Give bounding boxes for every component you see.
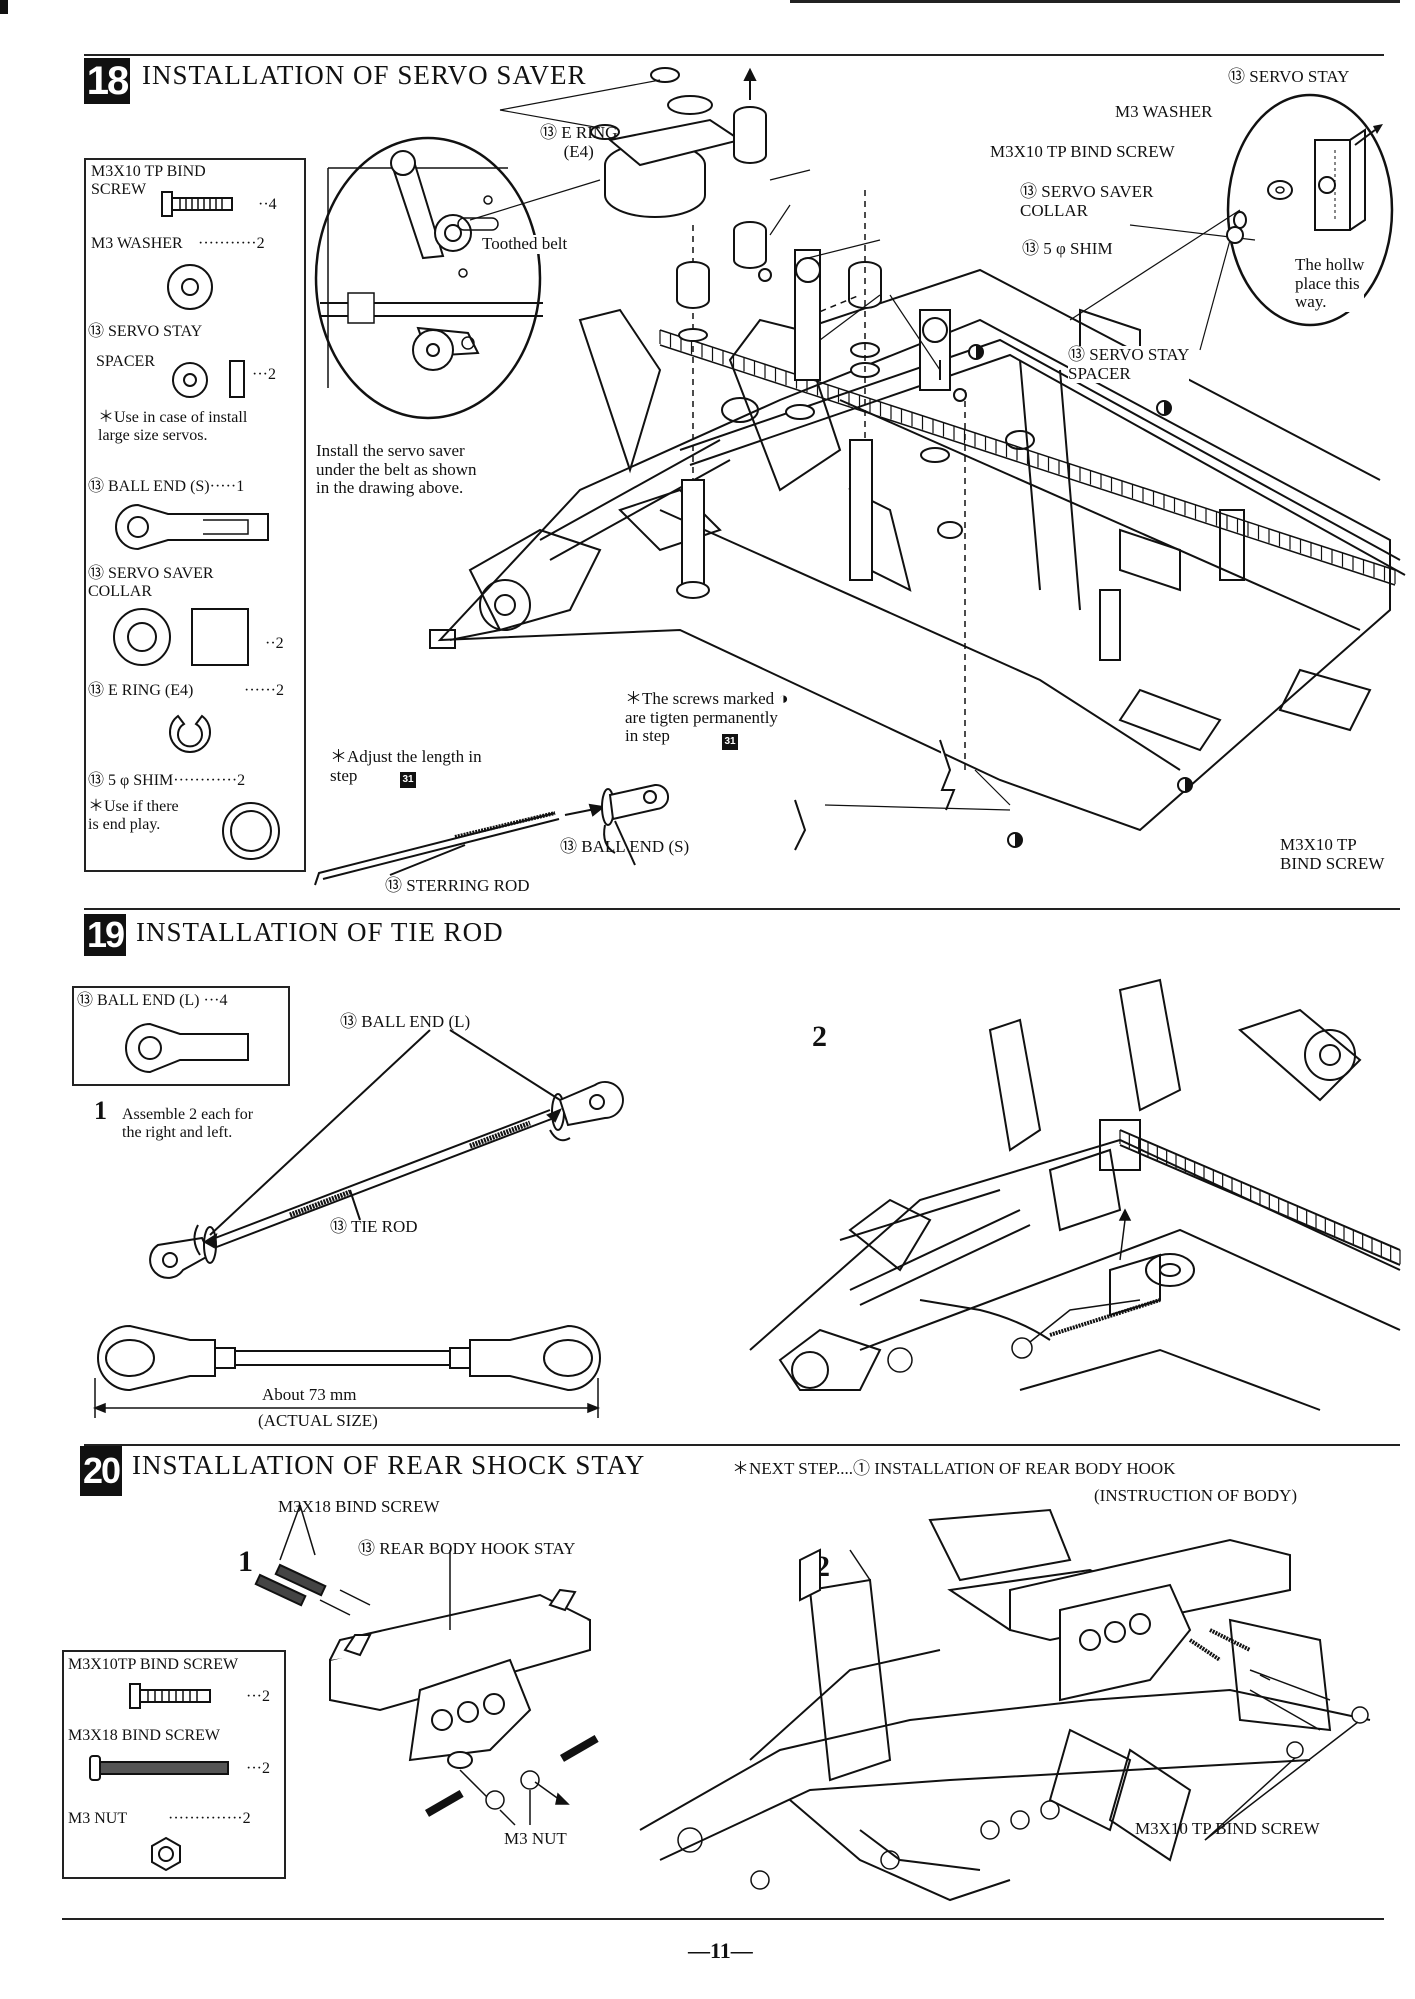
tie-rod-drawing [149,1029,624,1279]
label-ball-end-l: ⑬ BALL END (L) [340,1012,471,1031]
step18-parts-box [84,158,306,872]
part-ball-end-l: ⑬ BALL END (L) ···4 [77,992,228,1009]
screw-mark-icon [1156,400,1172,416]
part-m3x18: M3X18 BIND SCREW [68,1727,221,1744]
rear-body-hook-stay-drawing [254,1504,599,1826]
label-servo-stay: ⑬ SERVO STAY [1228,67,1350,86]
part-collar-qty: ··2 [265,635,284,652]
screw-mark-icon [1007,832,1023,848]
step20-rule [84,1444,1400,1446]
spacer-icon [172,360,245,398]
label-bind-screw-bottom: M3X10 TP BIND SCREW [1280,835,1385,873]
part-m3x10tp-qty: ···2 [246,1688,270,1705]
tie-rod-actual-size [92,1324,601,1418]
part-spacer-label2: SPACER [96,353,155,370]
label-servo-stay-spacer: ⑬ SERVO STAY SPACER [1068,345,1190,384]
corner-mark [0,0,8,14]
label-steering-rod: ⑬ STERRING ROD [385,876,530,895]
step19-parts-box [72,986,290,1086]
label-m3-washer: M3 WASHER [1115,102,1213,121]
step19-rule [84,908,1400,910]
ballend-icon [115,503,269,551]
top-rule [790,0,1400,3]
part-ering-qty: ······2 [244,682,284,699]
part-screw-label: M3X10 TP BIND SCREW [91,163,206,199]
collar-icon [113,608,249,666]
label-m3x18-screw: M3X18 BIND SCREW [278,1497,440,1516]
step20-number: 20 [80,1446,122,1496]
ball-end-l-icon [125,1022,249,1074]
step20-title: INSTALLATION OF REAR SHOCK STAY [132,1450,646,1480]
part-spacer-qty: ···2 [252,366,276,383]
screws-note-step: 31 [722,734,738,750]
step19-sub1-text: Assemble 2 each for the right and left. [122,1106,254,1142]
screw-mark-icon [1177,777,1193,793]
label-ering: ⑬ E RING (E4) [540,123,618,161]
part-washer-qty: ···········2 [198,235,265,252]
label-adjust-note: ＊Adjust the length in step [330,747,482,785]
page-number: —11— [688,1938,753,1963]
part-screw-qty: ··4 [258,196,277,213]
part-m3x18-qty: ···2 [246,1760,270,1777]
label-screws-note: ＊The screws marked ◑ are tigten permanen… [625,689,789,747]
rear-shock-stay-installed-drawing [639,1508,1371,1902]
part-spacer-label: ⑬ SERVO STAY [88,323,203,340]
footer-rule [62,1918,1384,1920]
step18-rule [84,54,1384,56]
label-hook-stay: ⑬ REAR BODY HOOK STAY [358,1539,576,1558]
part-m3x10tp: M3X10TP BIND SCREW [68,1656,239,1673]
screw-icon [161,191,233,217]
part-washer-label: M3 WASHER [91,235,183,252]
label-hollow-note: The hollw place this way. [1295,255,1365,313]
part-ering-label: ⑬ E RING (E4) [88,682,194,699]
label-ball-end-s: ⑬ BALL END (S) [560,837,690,856]
part-shim-note: ＊Use if there is end play. [88,798,179,834]
next-step-note2: (INSTRUCTION OF BODY) [1094,1486,1298,1505]
next-step-note: ＊NEXT STEP....① INSTALLATION OF REAR BOD… [732,1459,1176,1478]
label-toothed-belt: Toothed belt [482,234,568,254]
part-m3-nut-qty: ··············2 [168,1810,251,1827]
screw-mark-icon [968,344,984,360]
steering-rod-drawing [314,783,669,886]
label-tie-rod: ⑬ TIE ROD [330,1217,418,1236]
ering-icon [169,714,211,753]
label-shim: ⑬ 5 φ SHIM [1022,239,1113,258]
step19-title: INSTALLATION OF TIE ROD [136,917,504,947]
part-ballend-label: ⑬ BALL END (S)·····1 [88,478,245,495]
part-m3-nut: M3 NUT [68,1810,128,1827]
shim-icon [222,802,280,860]
tie-rod-installed-drawing [749,978,1401,1411]
step19-number: 19 [84,914,126,956]
label-about-73mm: About 73 mm [262,1385,357,1405]
part-shim-label: ⑬ 5 φ SHIM············2 [88,772,246,789]
part-spacer-note: ＊Use in case of install large size servo… [98,409,248,445]
part-collar-label: ⑬ SERVO SAVER COLLAR [88,565,214,601]
washer-icon [167,264,213,310]
step18-title: INSTALLATION OF SERVO SAVER [142,60,587,90]
label-servo-saver-collar: ⑬ SERVO SAVER COLLAR [1020,182,1154,220]
nut-icon [151,1836,181,1872]
stay-leaders [1069,209,1256,351]
label-m3-nut: M3 NUT [504,1829,567,1848]
step19-sub2-num: 2 [812,1020,827,1053]
step18-number: 18 [84,58,130,104]
step20-parts-box [62,1650,286,1879]
m3x18-screw-icon [89,1755,229,1781]
servo-saver-assembly-drawing [429,67,1406,851]
step19-sub1-num: 1 [94,1096,107,1125]
step20-sub1-num: 1 [238,1545,253,1578]
label-actual-size: (ACTUAL SIZE) [258,1411,378,1430]
label-m3x10-screw: M3X10 TP BIND SCREW [990,142,1175,161]
label-install-note: Install the servo saver under the belt a… [316,441,477,498]
toothed-belt-detail [314,136,543,420]
m3x10tp-screw-icon [129,1683,211,1709]
adjust-step: 31 [400,772,416,788]
